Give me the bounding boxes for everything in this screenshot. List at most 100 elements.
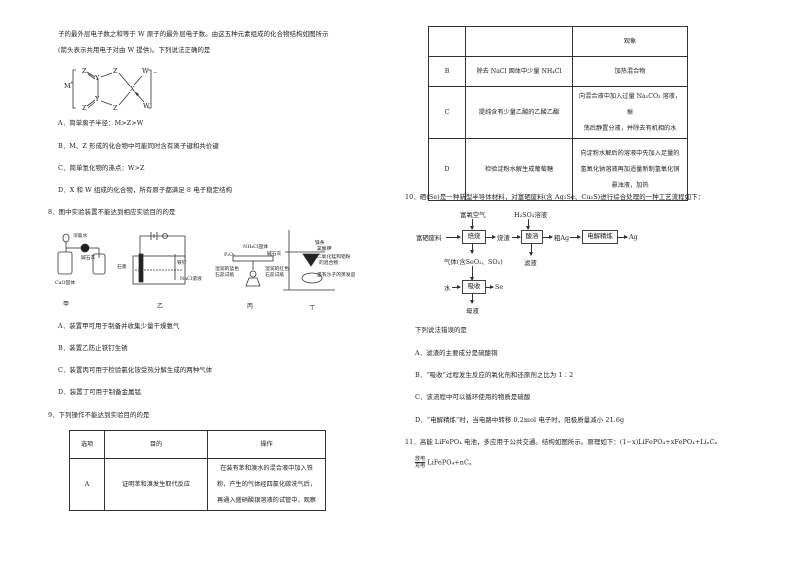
flow-mother-liquor: 母液 bbox=[466, 307, 479, 315]
svg-text:Z: Z bbox=[82, 104, 87, 112]
operation-line: 荡后静置分液，并除去有机相的水 bbox=[583, 124, 677, 132]
row-operation: 加热混合物 bbox=[572, 56, 688, 87]
q7-option-a: A．简单离子半径：M>Z>W bbox=[58, 119, 144, 127]
q10-option-d: D．“电解精炼”时，当电路中转移 0.2mol 电子时，阳极质量减小 21.6g bbox=[415, 416, 625, 424]
apparatus-figures: 浓氨水 碱石灰 CaO固体 石墨 铁钉 NaCl溶液 NH₄Cl固体 P₂O₅ … bbox=[55, 228, 356, 312]
svg-text:X: X bbox=[130, 85, 135, 93]
q8-option-a: A．装置甲可用于制备并收集少量干燥氨气 bbox=[58, 322, 180, 330]
discharge-label: 放电 bbox=[415, 456, 426, 463]
q9-table-continued: 观象 B 除去 NaCl 固体中少量 NH₄Cl 加热混合物 C 提纯含有少量乙… bbox=[428, 26, 688, 201]
svg-text:丙: 丙 bbox=[247, 303, 253, 310]
row-purpose: 提纯含有少量乙酸的乙酸乙酯 bbox=[465, 86, 573, 139]
q10-option-b: B．“吸收”过程发生反应的氧化剂和还原剂之比为 1∶2 bbox=[415, 371, 574, 379]
row-option: A bbox=[69, 458, 105, 511]
label-ammonia: 浓氨水 bbox=[73, 232, 88, 239]
row-option: C bbox=[428, 86, 466, 139]
arrow-down bbox=[470, 219, 474, 230]
svg-text:湿润的红色: 湿润的红色 bbox=[265, 265, 289, 272]
flow-mid-1: 烧渣 bbox=[497, 234, 510, 242]
svg-text:Y: Y bbox=[94, 95, 100, 103]
arrow-right bbox=[452, 285, 461, 289]
table-row: D 检验淀粉水解生成葡萄糖 向淀粉水解后的溶液中先加入足量的 氢氧化钠溶液再加适… bbox=[428, 138, 688, 201]
operation-line: 粉，产生的气体经四氯化碳洗气后， bbox=[217, 480, 316, 488]
header-option: 选项 bbox=[69, 430, 105, 459]
arrow-right bbox=[485, 285, 494, 289]
svg-text:石蕊试纸: 石蕊试纸 bbox=[215, 271, 234, 278]
arrow-down bbox=[529, 243, 533, 256]
svg-text:NaCl溶液: NaCl溶液 bbox=[180, 275, 202, 282]
table-row: B 除去 NaCl 固体中少量 NH₄Cl 加热混合物 bbox=[428, 56, 688, 87]
q8-stem: 8．图中实验装置不能达到相应实验目的的是 bbox=[48, 208, 176, 216]
flow-mid-2: 粗Ag bbox=[554, 234, 570, 242]
arrow-right bbox=[446, 235, 461, 239]
svg-text:盛有沙子的蒸发皿: 盛有沙子的蒸发皿 bbox=[317, 271, 355, 278]
q10-question: 下列说法错误的是 bbox=[415, 326, 467, 334]
svg-text:乙: 乙 bbox=[157, 303, 163, 310]
q9-table: 选项 目的 操作 A 证明苯和溴发生取代反应 在装有苯和溴水的混合液中加入铁 粉… bbox=[69, 430, 326, 511]
row-purpose: 检验淀粉水解生成葡萄糖 bbox=[465, 138, 573, 201]
svg-text:丁: 丁 bbox=[309, 305, 315, 310]
arrow-down bbox=[470, 243, 474, 254]
svg-text:石墨: 石墨 bbox=[117, 264, 127, 270]
row-purpose: 除去 NaCl 固体中少量 NH₄Cl bbox=[465, 56, 573, 87]
flow-water: 水 bbox=[444, 284, 451, 292]
intro-line-2: (箭头表示共用电子对由 W 提供)。下列说法正确的是 bbox=[58, 46, 211, 54]
header-observation: 观象 bbox=[572, 26, 688, 57]
q10-stem: 10．硒(Se)是一种新型半导体材料，对富硒废料(含 Ag₂Se、Cu₂S)进行… bbox=[405, 193, 705, 201]
svg-text:+: + bbox=[70, 80, 74, 86]
svg-text:W: W bbox=[143, 102, 150, 110]
svg-text:的混合物: 的混合物 bbox=[319, 259, 338, 266]
svg-text:M: M bbox=[64, 82, 71, 90]
svg-text:NH₄Cl固体: NH₄Cl固体 bbox=[243, 243, 268, 250]
q9-table-header: 选项 目的 操作 bbox=[69, 430, 326, 459]
flow-input-air: 富氧空气 bbox=[460, 211, 486, 219]
flow-filtrate: 滤液 bbox=[524, 259, 537, 267]
intro-line-1: 子的最外层电子数之和等于 W 原子的最外层电子数。由这五种元素组成的化合物结构如… bbox=[58, 30, 329, 38]
row-option: D bbox=[428, 138, 466, 201]
arrow-right bbox=[617, 235, 628, 239]
row-purpose: 证明苯和溴发生取代反应 bbox=[104, 458, 208, 511]
flow-input-h2so4: H₂SO₄溶液 bbox=[514, 211, 548, 219]
arrow-down bbox=[526, 219, 530, 230]
row-option: B bbox=[428, 56, 466, 87]
box-absorb: 吸收 bbox=[462, 280, 486, 294]
operation-line: 氢氧化钠溶液再加适量新制氢氧化铜 bbox=[580, 165, 680, 173]
q11-stem: 11．高能 LiFePO₄ 电池，多应用于公共交通。结构如图所示。原理如下：(1… bbox=[405, 438, 718, 446]
arrow-right bbox=[570, 235, 581, 239]
svg-text:Z: Z bbox=[113, 104, 118, 112]
arrow-right bbox=[485, 235, 496, 239]
box-roast: 焙烧 bbox=[462, 230, 486, 244]
structure-svg: M+ Z Y Z X W − Z Y Z W bbox=[64, 67, 157, 112]
q8-option-d: D．装置丁可用于制备金属锰 bbox=[58, 388, 142, 396]
svg-text:CaO固体: CaO固体 bbox=[55, 279, 75, 286]
q8-option-b: B．装置乙防止铁钉生锈 bbox=[58, 344, 128, 352]
q9-stem: 9．下列操作不能达到实验目的的是 bbox=[48, 411, 150, 419]
flow-se: Se bbox=[495, 283, 504, 291]
svg-text:W: W bbox=[142, 67, 149, 75]
table-row: A 证明苯和溴发生取代反应 在装有苯和溴水的混合液中加入铁 粉，产生的气体经四氯… bbox=[69, 458, 326, 511]
arrow-right bbox=[542, 235, 553, 239]
apparatus-svg: 浓氨水 碱石灰 CaO固体 石墨 铁钉 NaCl溶液 NH₄Cl固体 P₂O₅ … bbox=[55, 230, 356, 312]
caption-jia: 甲 bbox=[63, 301, 69, 308]
equation-products: LiFePO₄+nC。 bbox=[427, 458, 476, 467]
flow-end: Ag bbox=[629, 233, 638, 241]
svg-text:碱石灰: 碱石灰 bbox=[267, 250, 282, 257]
svg-text:镁条: 镁条 bbox=[315, 239, 325, 246]
process-flowchart: 富氧空气 H₂SO₄溶液 富硒废料 焙烧 烧渣 酸溶 粗Ag 电解精炼 Ag 滤… bbox=[416, 208, 706, 316]
operation-line: 向淀粉水解后的溶液中先加入足量的 bbox=[580, 149, 680, 157]
svg-text:二氧化锰和铝粉: 二氧化锰和铝粉 bbox=[317, 253, 351, 260]
q8-option-c: C．装置丙可用于检验氯化铵受热分解生成的两种气体 bbox=[58, 366, 213, 374]
continued-header: 观象 bbox=[428, 26, 688, 57]
flow-gas: 气体(含SeO₂、SO₂) bbox=[444, 258, 503, 266]
q7-option-c: C．简单氢化物的沸点：W>Z bbox=[58, 164, 145, 172]
svg-text:铁钉: 铁钉 bbox=[177, 259, 187, 266]
q7-option-d: D．X 和 W 组成的化合物，所有原子都满足 8 电子稳定结构 bbox=[58, 186, 233, 194]
table-row: C 提纯含有少量乙酸的乙酸乙酯 向混合液中加入过量 Na₂CO₃ 溶液，振 荡后… bbox=[428, 86, 688, 139]
svg-text:Z: Z bbox=[113, 67, 118, 75]
q10-option-c: C．该流程中可以循环使用的物质是硫酸 bbox=[415, 393, 531, 401]
svg-text:氯酸钾: 氯酸钾 bbox=[317, 245, 332, 252]
row-operation: 向淀粉水解后的溶液中先加入足量的 氢氧化钠溶液再加适量新制氢氧化铜 悬浊液，加热 bbox=[572, 138, 688, 201]
arrow-down bbox=[470, 266, 474, 281]
operation-line: 悬浊液，加热 bbox=[611, 181, 649, 189]
charge-label: 充电 bbox=[415, 463, 426, 469]
